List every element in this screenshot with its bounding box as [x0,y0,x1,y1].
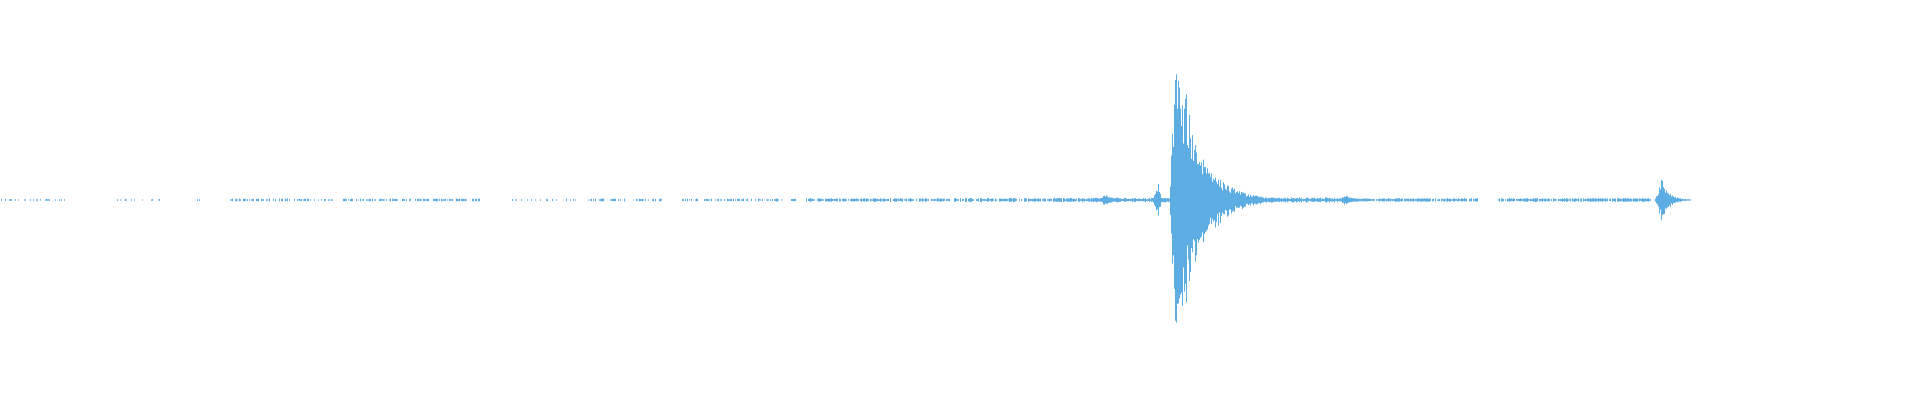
waveform-bars [1,74,1691,323]
